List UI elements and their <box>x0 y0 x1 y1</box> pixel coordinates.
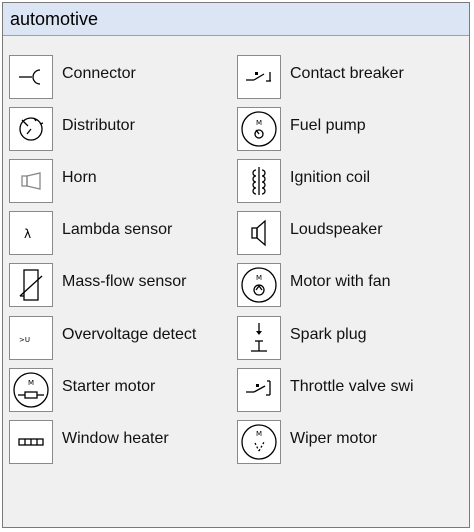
contact-breaker-icon <box>246 72 271 82</box>
shape-item-label: Spark plug <box>290 326 367 343</box>
lambda-glyph: λ <box>24 227 31 241</box>
distributor-icon <box>19 117 44 141</box>
motor-glyph: M <box>256 274 262 282</box>
shape-item-label: Contact breaker <box>290 65 404 82</box>
shape-item-label: Connector <box>62 65 136 82</box>
spark-plug-icon <box>251 323 267 352</box>
shape-item-label: Loudspeaker <box>290 221 383 238</box>
ignition-coil-icon <box>252 167 266 195</box>
wiper-motor-icon: M <box>241 424 277 460</box>
shape-item-label: Wiper motor <box>290 430 378 447</box>
overvoltage-glyph: >U <box>19 336 30 344</box>
overvoltage-detect-icon: >U <box>19 336 30 344</box>
fuel-pump-icon: M <box>241 111 277 147</box>
fuel-pump-glyph: M <box>256 119 262 127</box>
shape-item-label: Distributor <box>62 117 135 134</box>
horn-icon <box>21 172 41 190</box>
connector-icon <box>19 69 41 85</box>
window-heater-icon <box>18 438 44 446</box>
throttle-valve-switch-icon <box>246 380 271 396</box>
shape-item-label: Window heater <box>62 430 169 447</box>
starter-motor-icon: M <box>13 372 49 408</box>
shape-item-label: Throttle valve swi <box>290 378 414 395</box>
lambda-sensor-icon: λ <box>24 227 31 241</box>
shape-item-label: Mass-flow sensor <box>62 273 187 290</box>
mass-flow-sensor-icon <box>19 269 43 301</box>
shape-item-label: Lambda sensor <box>62 221 173 238</box>
shape-item-label: Fuel pump <box>290 117 366 134</box>
shape-item-label: Ignition coil <box>290 169 371 186</box>
panel-header[interactable]: automotive <box>3 3 469 36</box>
shape-item-label: Starter motor <box>62 378 156 395</box>
shape-item-label: Motor with fan <box>290 273 391 290</box>
shape-item-label: Horn <box>62 169 97 186</box>
panel-title: automotive <box>10 9 99 29</box>
shape-item-label: Overvoltage detect <box>62 326 197 343</box>
starter-glyph: M <box>28 379 34 387</box>
loudspeaker-icon <box>251 219 266 247</box>
wiper-glyph: M <box>256 430 262 438</box>
motor-with-fan-icon: M <box>241 267 277 303</box>
shape-library-panel: automotive Connector Contact breaker <box>2 2 470 528</box>
